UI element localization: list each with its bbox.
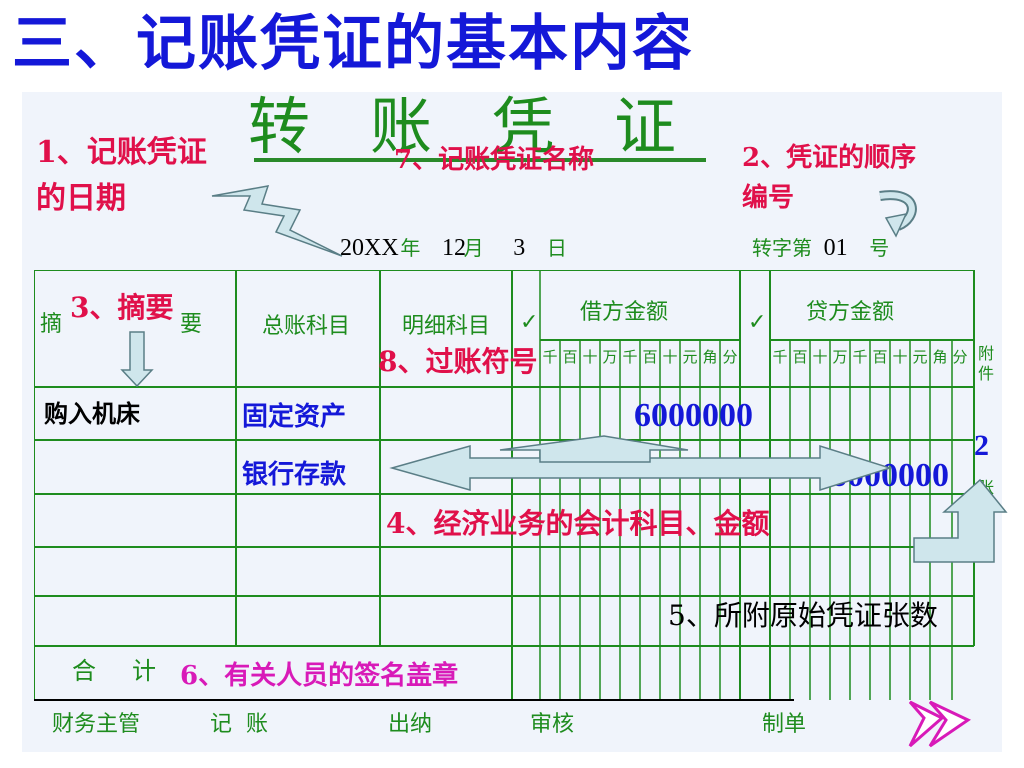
credit-unit-label: 元 xyxy=(912,348,928,366)
debit-unit-label: 千 xyxy=(622,348,638,366)
signature-cashier: 出纳 xyxy=(388,712,433,737)
lightning-arrow-icon xyxy=(211,185,343,257)
date-day: 3 xyxy=(513,235,526,261)
credit-unit-label: 千 xyxy=(852,348,868,366)
voucher-number-suffix: 号 xyxy=(869,236,890,260)
annotation-posting-mark: 8、过账符号 xyxy=(378,345,538,378)
signature-bookkeeper: 记账 xyxy=(210,712,283,737)
header-attachments: 附件 xyxy=(978,344,995,383)
double-arrow-icon xyxy=(389,444,893,492)
header-debit-check: ✓ xyxy=(520,310,539,335)
header-credit-amount: 贷方金额 xyxy=(806,300,895,325)
date-day-unit: 日 xyxy=(546,236,567,260)
annotation-date: 1、记账凭证的日期 xyxy=(36,135,207,216)
credit-unit-label: 千 xyxy=(772,348,788,366)
voucher-number-prefix: 转字第 xyxy=(752,236,812,260)
credit-unit-label: 分 xyxy=(952,348,968,366)
header-summary-text: 摘要 xyxy=(40,312,321,337)
header-summary: 摘要 xyxy=(40,306,320,338)
up-arrow-icon xyxy=(499,435,689,463)
row-1-summary: 购入机床 xyxy=(44,400,140,428)
voucher-date: 20XX 年 12 月 3 日 xyxy=(340,230,567,265)
row-1-account: 固定资产 xyxy=(242,402,347,432)
credit-unit-label: 百 xyxy=(872,348,888,366)
signature-reviewer: 审核 xyxy=(530,712,575,737)
credit-unit-label: 十 xyxy=(892,348,908,366)
credit-unit-label: 十 xyxy=(812,348,828,366)
voucher-number-value: 01 xyxy=(823,235,848,261)
signature-finance-manager: 财务主管 xyxy=(52,712,141,737)
header-credit-check: ✓ xyxy=(748,310,767,335)
header-general-account: 总账科目 xyxy=(262,314,351,339)
debit-unit-label: 万 xyxy=(602,348,618,366)
voucher-table-grid xyxy=(34,270,975,701)
slide-title: 三、记账凭证的基本内容 xyxy=(12,9,694,79)
annotation-signatures: 6、有关人员的签名盖章 xyxy=(180,661,459,691)
debit-unit-label: 十 xyxy=(582,348,598,366)
date-year-unit: 年 xyxy=(400,236,421,260)
voucher-title-underline xyxy=(254,158,706,162)
header-debit-amount: 借方金额 xyxy=(580,300,669,325)
debit-unit-label: 分 xyxy=(722,348,738,366)
annotation-voucher-name: 7、记账凭证名称 xyxy=(394,145,595,175)
debit-unit-label: 千 xyxy=(542,348,558,366)
row-2-account: 银行存款 xyxy=(242,460,347,490)
next-slide-icon xyxy=(908,700,972,748)
credit-unit-label: 角 xyxy=(932,348,948,366)
debit-unit-label: 百 xyxy=(642,348,658,366)
voucher-title: 转账凭证 xyxy=(248,90,737,163)
header-sub-account: 明细科目 xyxy=(402,314,491,339)
date-year: 20XX xyxy=(340,235,399,261)
attachment-count: 2 xyxy=(974,429,989,462)
annotation-voucher-number: 2、凭证的顺序编号 xyxy=(742,143,917,213)
debit-unit-label: 元 xyxy=(682,348,698,366)
date-month-unit: 月 xyxy=(463,236,484,260)
down-arrow-icon xyxy=(120,331,154,388)
voucher-number: 转字第 01 号 xyxy=(752,230,889,265)
row-1-debit-amount: 6000000 xyxy=(634,397,753,434)
credit-unit-label: 万 xyxy=(832,348,848,366)
annotation-attachments: 5、所附原始凭证张数 xyxy=(668,599,938,632)
total-row-label: 合计 xyxy=(72,657,192,685)
date-month: 12 xyxy=(441,235,466,261)
corner-up-arrow-icon xyxy=(913,478,1008,563)
debit-unit-label: 十 xyxy=(662,348,678,366)
annotation-summary: 3、摘要 xyxy=(70,291,174,324)
annotation-accounts-amounts: 4、经济业务的会计科目、金额 xyxy=(386,507,770,540)
signature-preparer: 制单 xyxy=(762,712,807,737)
debit-unit-label: 角 xyxy=(702,348,718,366)
debit-unit-label: 百 xyxy=(562,348,578,366)
credit-unit-label: 百 xyxy=(792,348,808,366)
